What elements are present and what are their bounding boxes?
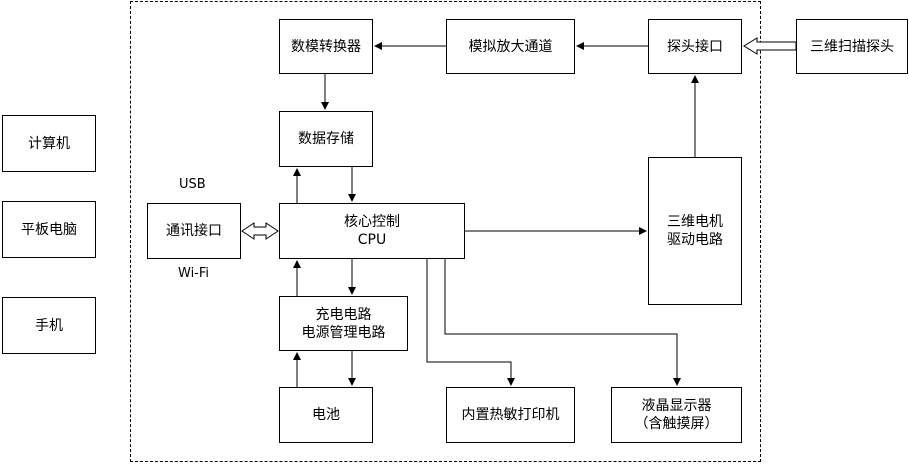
power-management-label: 电源管理电路 bbox=[301, 324, 386, 341]
comm-interface-label: 通讯接口 bbox=[166, 223, 222, 239]
power-management-block: 充电电路 电源管理电路 bbox=[279, 296, 408, 351]
lcd-label-1: 液晶显示器 bbox=[641, 398, 712, 414]
data-storage-block: 数据存储 bbox=[279, 111, 373, 167]
core-control-block: 核心控制 CPU bbox=[279, 203, 465, 259]
motor-driver-label-2: 驱动电路 bbox=[667, 232, 723, 248]
probe-hollow-arrow bbox=[743, 37, 797, 55]
tablet-box: 平板电脑 bbox=[2, 201, 96, 258]
core-control-label: 核心控制 bbox=[344, 214, 400, 230]
battery-block: 电池 bbox=[279, 387, 373, 443]
analog-amp-block: 模拟放大通道 bbox=[446, 19, 575, 74]
printer-label: 内置热敏打印机 bbox=[461, 407, 560, 423]
comm-hollow-arrow bbox=[241, 222, 279, 240]
usb-label: USB bbox=[179, 177, 206, 192]
tablet-label: 平板电脑 bbox=[21, 221, 77, 238]
probe-interface-label: 探头接口 bbox=[667, 38, 723, 55]
printer-block: 内置热敏打印机 bbox=[446, 387, 575, 443]
device-boundary bbox=[130, 1, 761, 462]
computer-label: 计算机 bbox=[28, 135, 70, 152]
computer-box: 计算机 bbox=[2, 115, 96, 172]
cpu-to-printer-arrow bbox=[426, 259, 515, 386]
cpu-label: CPU bbox=[357, 232, 387, 248]
analog-amp-label: 模拟放大通道 bbox=[468, 38, 553, 55]
dac-label: 数模转换器 bbox=[291, 38, 361, 55]
wifi-label: Wi-Fi bbox=[178, 266, 210, 281]
probe-interface-block: 探头接口 bbox=[648, 19, 742, 74]
data-storage-label: 数据存储 bbox=[298, 131, 354, 147]
cpu-to-lcd-arrow bbox=[444, 259, 681, 386]
scan-probe-label: 三维扫描探头 bbox=[810, 38, 894, 55]
comm-interface-block: 通讯接口 bbox=[147, 203, 241, 259]
lcd-block: 液晶显示器 （含触摸屏） bbox=[611, 387, 742, 443]
motor-driver-label-1: 三维电机 bbox=[667, 214, 723, 230]
lcd-label-2: （含触摸屏） bbox=[634, 416, 719, 432]
charging-circuit-label: 充电电路 bbox=[315, 306, 372, 323]
phone-label: 手机 bbox=[35, 317, 63, 334]
phone-box: 手机 bbox=[2, 297, 96, 354]
battery-label: 电池 bbox=[312, 407, 340, 423]
motor-driver-block: 三维电机 驱动电路 bbox=[648, 157, 742, 305]
dac-block: 数模转换器 bbox=[279, 19, 373, 74]
